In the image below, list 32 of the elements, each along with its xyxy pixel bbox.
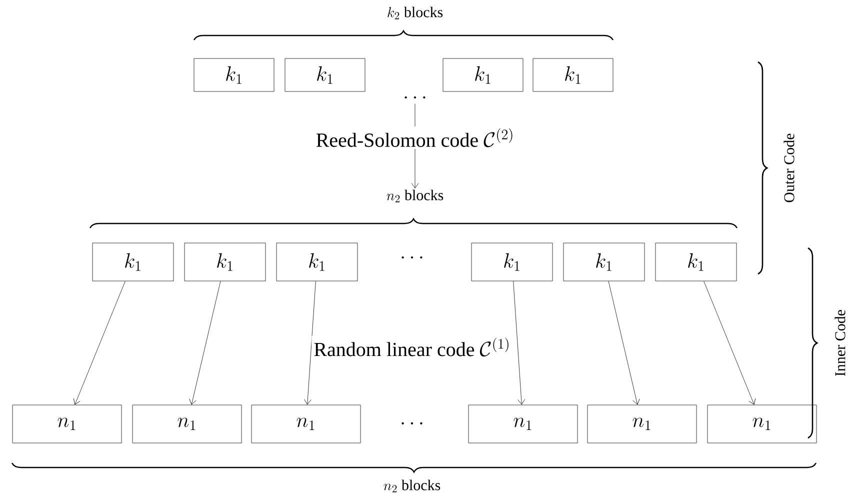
- brace-label: $n_2\mbox{ blocks}$: [386, 190, 444, 202]
- brace-label: $n_2\mbox{ blocks}$: [384, 480, 440, 492]
- block-box: $k_1$: [194, 58, 274, 92]
- brace-label: Outer Code: [784, 134, 794, 202]
- block-box: $n_1$: [468, 404, 578, 444]
- brace-label: $k_2\mbox{ blocks}$: [388, 6, 443, 20]
- block-box: $k_1$: [92, 242, 174, 282]
- arrow: [513, 281, 526, 405]
- arrow: [608, 281, 640, 405]
- block-box: $k_1$: [471, 242, 553, 282]
- arrow: [189, 281, 221, 405]
- block-box: $k_1$: [532, 58, 614, 92]
- block-box: $k_1$: [276, 242, 358, 282]
- code-label: $\mbox{Random linear code }\mathcal{C}^{(1)}$: [312, 336, 512, 358]
- block-box: $n_1$: [251, 404, 361, 444]
- edge-label: $\mbox{Reed-Solomon code }\mathcal{C}^{(2)}$: [314, 126, 516, 149]
- brace-label: Inner Code: [834, 310, 846, 376]
- block-box: $k_1$: [442, 58, 524, 92]
- block-box: $k_1$: [655, 242, 737, 282]
- arrow: [73, 281, 126, 405]
- arrow: [704, 281, 756, 405]
- block-box: $n_1$: [132, 404, 242, 444]
- block-box: $n_1$: [12, 404, 122, 444]
- ellipsis: $\cdots$: [402, 422, 422, 425]
- block-box: $n_1$: [707, 404, 817, 444]
- arrow: [304, 281, 316, 405]
- block-box: $k_1$: [563, 242, 645, 282]
- block-box: $k_1$: [284, 58, 366, 92]
- ellipsis: $\cdots$: [402, 256, 422, 259]
- block-box: $k_1$: [184, 242, 266, 282]
- block-box: $n_1$: [587, 404, 697, 444]
- ellipsis: $\cdots$: [404, 96, 426, 99]
